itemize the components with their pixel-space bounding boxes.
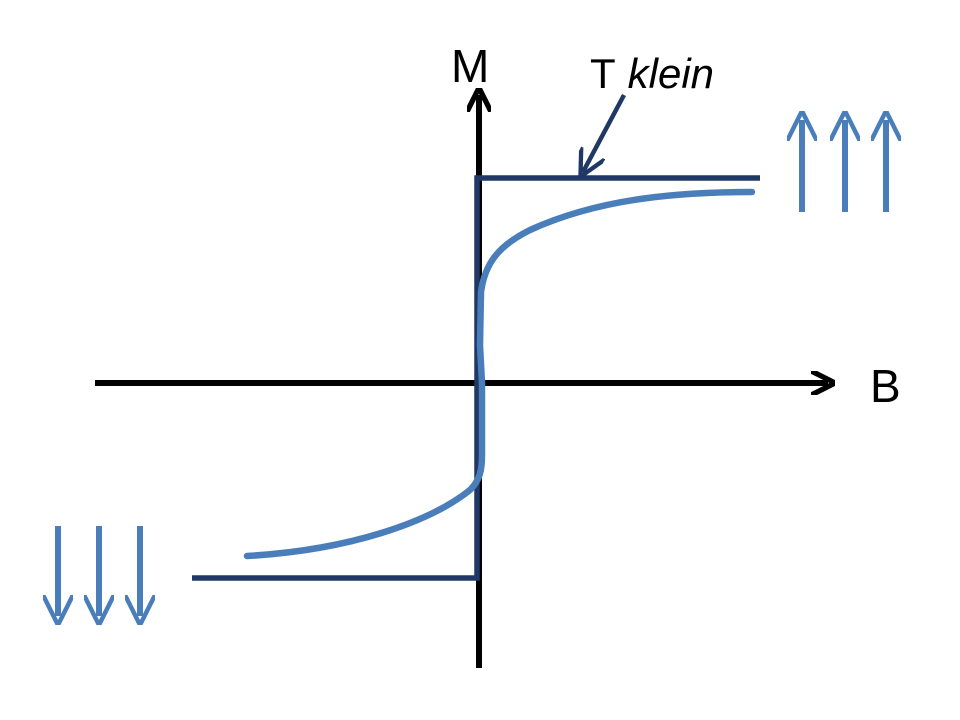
annotation-pointer-arrow <box>583 93 626 172</box>
magnetization-curve <box>243 188 756 560</box>
spin-down-arrows <box>58 526 140 616</box>
low-temperature-step-curve <box>192 175 760 581</box>
spin-up-arrows <box>802 120 886 212</box>
m-axis-label: M <box>451 40 489 92</box>
b-axis-label: B <box>870 360 901 412</box>
